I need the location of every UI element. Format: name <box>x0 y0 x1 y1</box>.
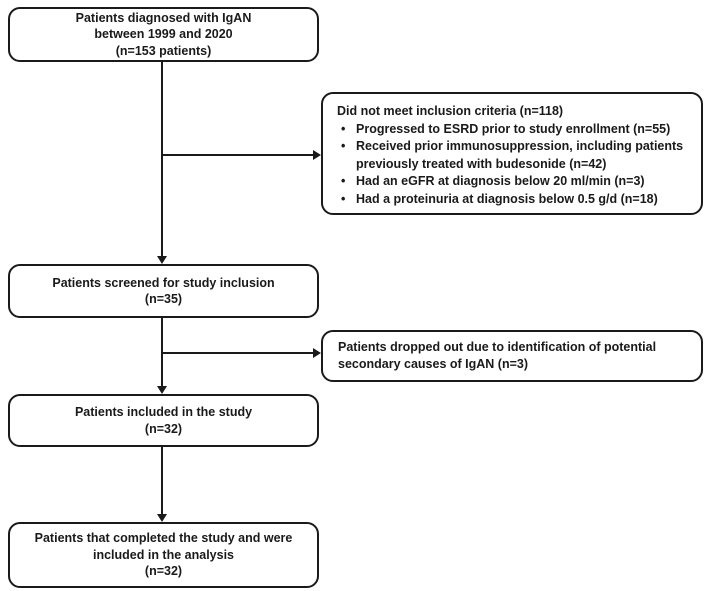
box-dropped-out: Patients dropped out due to identificati… <box>321 330 703 382</box>
exclusion-bullet-immunosuppression: Received prior immunosuppression, includ… <box>337 138 691 173</box>
arrowhead-into-dropped-out <box>313 348 321 358</box>
box-diagnosed-line-2: between 1999 and 2020 <box>94 27 233 42</box>
connector-diagnosed-to-screened <box>161 61 163 257</box>
box-completed-patients: Patients that completed the study and we… <box>8 522 319 588</box>
box-screened-line-2: (n=35) <box>144 292 183 306</box>
box-exclusion-criteria: Did not meet inclusion criteria (n=118) … <box>321 92 703 215</box>
box-included-patients: Patients included in the study (n=32) <box>8 394 319 447</box>
connector-included-to-completed <box>161 446 163 515</box>
arrowhead-into-completed <box>157 514 167 522</box>
box-diagnosed-line-1: Patients diagnosed with IgAN <box>75 10 252 25</box>
exclusion-bullet-egfr: Had an eGFR at diagnosis below 20 ml/min… <box>337 173 691 191</box>
exclusion-bullet-proteinuria: Had a proteinuria at diagnosis below 0.5… <box>337 191 691 209</box>
box-screened-patients: Patients screened for study inclusion (n… <box>8 264 319 318</box>
box-screened-line-1: Patients screened for study inclusion <box>52 275 275 290</box>
arrowhead-into-exclusion <box>313 150 321 160</box>
dropped-out-text: Patients dropped out due to identificati… <box>338 339 657 372</box>
box-completed-line-2: included in the analysis <box>92 547 234 562</box>
box-diagnosed-line-3: (n=153 patients) <box>115 43 212 58</box>
box-completed-line-3: (n=32) <box>144 564 183 579</box>
box-included-line-1: Patients included in the study <box>74 405 253 419</box>
arrowhead-into-included <box>157 386 167 394</box>
box-diagnosed-patients: Patients diagnosed with IgAN between 199… <box>8 7 319 62</box>
arrowhead-into-screened <box>157 256 167 264</box>
exclusion-bullet-esrd: Progressed to ESRD prior to study enroll… <box>337 121 691 139</box>
box-included-line-2: (n=32) <box>144 421 183 436</box>
exclusion-title: Did not meet inclusion criteria (n=118) <box>337 104 564 118</box>
connector-branch-to-exclusion <box>162 154 314 156</box>
box-completed-line-1: Patients that completed the study and we… <box>34 531 293 546</box>
connector-branch-to-dropped-out <box>162 352 314 354</box>
